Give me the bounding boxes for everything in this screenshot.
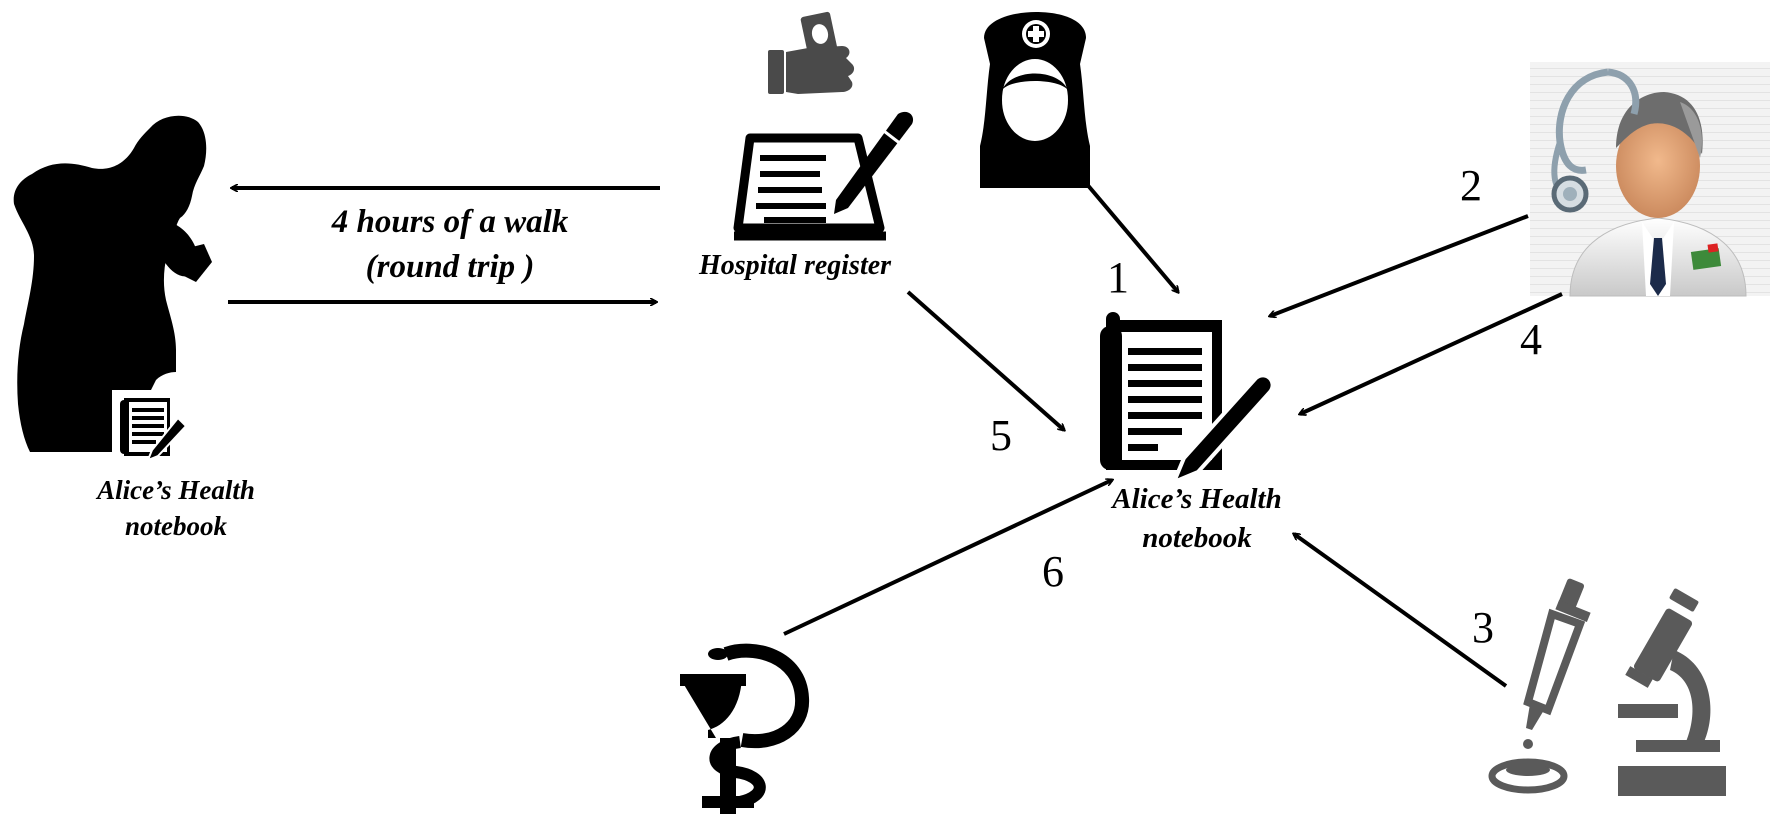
step-number-3: 3 <box>1472 603 1494 652</box>
patient-notebook-label: Alice’s Health notebook <box>56 472 296 544</box>
arrow-4-doctor <box>1300 292 1563 414</box>
walk-label: 4 hours of a walk (round trip ) <box>300 200 600 290</box>
step-number-5: 5 <box>990 411 1012 460</box>
central-notebook-label: Alice’s Health notebook <box>1082 480 1312 558</box>
step-number-2: 2 <box>1460 161 1482 210</box>
walk-label-line1: 4 hours of a walk <box>331 204 569 240</box>
arrow-6-pharmacy <box>783 480 1112 636</box>
arrow-3-lab <box>1294 534 1508 688</box>
patient-notebook-icon <box>112 390 192 470</box>
patient-notebook-label-line2: notebook <box>124 511 227 541</box>
hand-holding-money-icon <box>768 11 855 94</box>
nurse-icon <box>980 12 1090 188</box>
step-number-6: 6 <box>1042 547 1064 596</box>
register-with-pen-icon <box>733 111 914 241</box>
arrow-2-doctor <box>1270 214 1529 316</box>
patient-notebook-label-line1: Alice’s Health <box>97 475 255 505</box>
arrow-1-nurse <box>1078 174 1178 292</box>
arrow-5-register <box>906 290 1064 430</box>
woman-silhouette-icon <box>13 115 212 452</box>
notebook-with-pencil-icon <box>1100 312 1275 486</box>
central-notebook-label-line2: notebook <box>1142 522 1252 554</box>
doctor-with-stethoscope-icon <box>1530 62 1770 297</box>
central-notebook-label-line1: Alice’s Health <box>1112 483 1282 515</box>
step-number-1: 1 <box>1107 253 1129 302</box>
pharmacy-bowl-snake-icon <box>680 643 810 814</box>
pipette-and-microscope-icon <box>1488 578 1726 796</box>
hospital-register-label: Hospital register <box>698 250 892 281</box>
walk-label-line2: (round trip ) <box>365 249 535 285</box>
step-number-4: 4 <box>1520 315 1542 364</box>
